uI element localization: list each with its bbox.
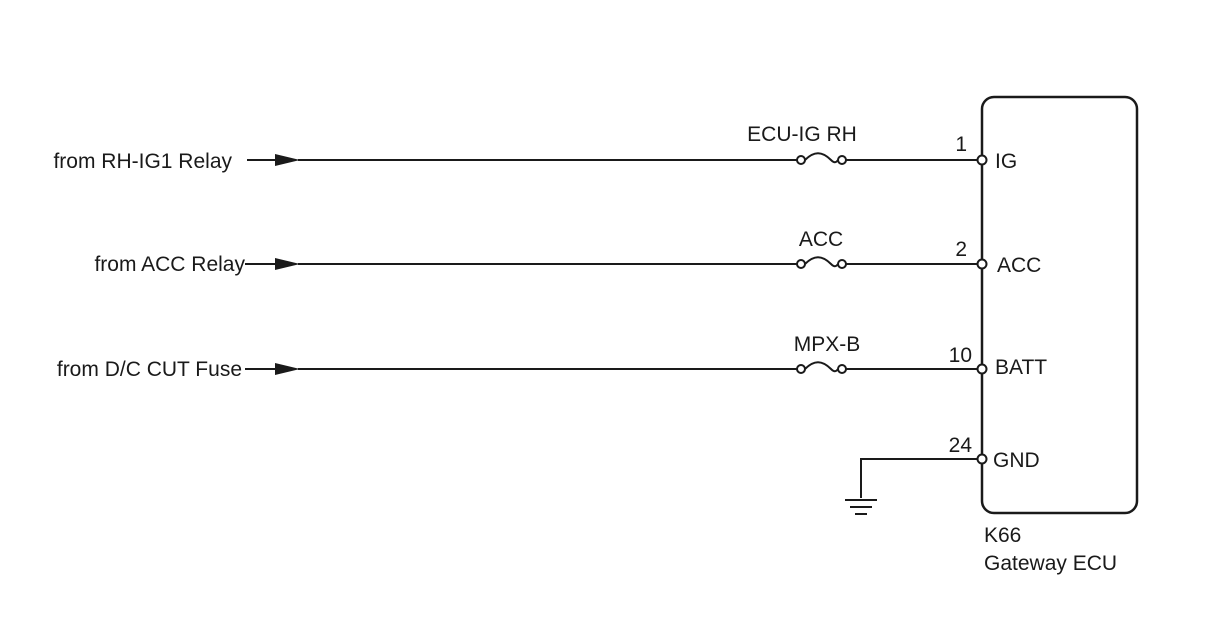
terminal-label-ig: IG	[995, 150, 1017, 173]
pin-number-10: 10	[949, 344, 972, 367]
fuse-label-mpx-b: MPX-B	[794, 333, 861, 356]
connector-pin-gnd	[976, 453, 988, 465]
fuse-symbol-mpx-b	[796, 361, 847, 374]
circuit-batt: from D/C CUT Fuse MPX-B 10 BATT	[57, 333, 1047, 381]
terminal-label-acc: ACC	[997, 254, 1041, 277]
arrow-right-icon	[275, 154, 300, 166]
connector-pin-ig	[976, 154, 988, 166]
connector-pin-acc	[976, 258, 988, 270]
source-label-dc-cut-fuse: from D/C CUT Fuse	[57, 358, 242, 381]
pin-number-2: 2	[955, 238, 967, 261]
source-label-rh-ig1-relay: from RH-IG1 Relay	[53, 150, 232, 173]
connector-pin-batt	[976, 363, 988, 375]
ecu-connector-label: K66	[984, 524, 1021, 547]
fuse-label-acc: ACC	[799, 228, 843, 251]
arrow-right-icon	[275, 363, 300, 375]
terminal-label-gnd: GND	[993, 449, 1040, 472]
circuit-acc: from ACC Relay ACC 2 ACC	[94, 228, 1041, 277]
pin-number-24: 24	[949, 434, 973, 457]
ecu-name-label: Gateway ECU	[984, 552, 1117, 575]
pin-number-1: 1	[955, 133, 967, 156]
source-label-acc-relay: from ACC Relay	[94, 253, 245, 276]
ecu-box	[980, 95, 1139, 515]
circuit-ig: from RH-IG1 Relay ECU-IG RH 1 IG	[53, 123, 1017, 173]
fuse-symbol-ecu-ig-rh	[796, 152, 847, 165]
circuit-gnd: 24 GND	[845, 434, 1040, 515]
fuse-label-ecu-ig-rh: ECU-IG RH	[747, 123, 857, 146]
fuse-symbol-acc	[796, 256, 847, 269]
wire-gnd	[860, 458, 978, 498]
ground-icon	[845, 499, 877, 515]
terminal-label-batt: BATT	[995, 356, 1047, 379]
arrow-right-icon	[275, 258, 300, 270]
